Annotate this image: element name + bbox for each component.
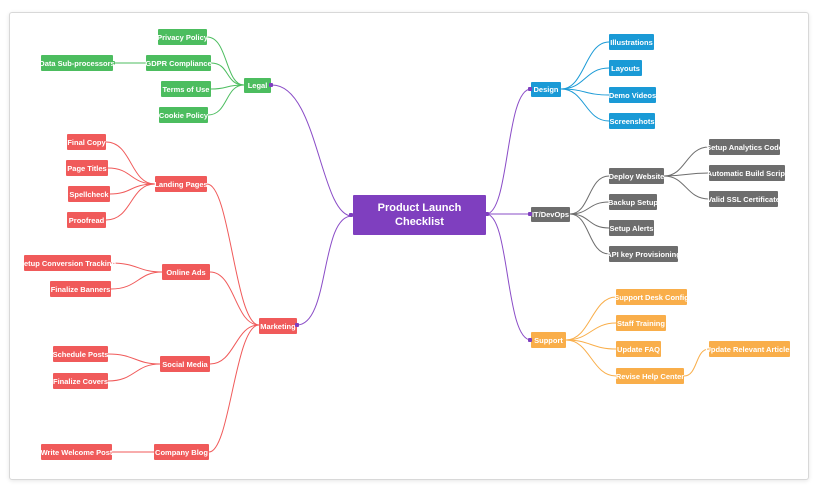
support-revise-help-center[interactable]: Revise Help Center bbox=[616, 368, 684, 384]
link-support-help bbox=[565, 339, 617, 377]
legal-gdpr-compliance[interactable]: GDPR Compliance bbox=[145, 55, 212, 71]
root-left-handle[interactable] bbox=[349, 213, 353, 217]
link-it-backup bbox=[569, 201, 610, 215]
link-it-deploy bbox=[569, 175, 610, 215]
link-root-marketing bbox=[296, 215, 353, 326]
link-social-covers bbox=[107, 363, 161, 382]
link-legal-cookie bbox=[207, 84, 245, 116]
ads-setup-conversion-tracking[interactable]: Setup Conversion Tracking bbox=[19, 255, 116, 271]
branch-design[interactable]: Design bbox=[531, 82, 561, 97]
link-marketing-landing bbox=[206, 183, 260, 326]
landing-spellcheck[interactable]: Spellcheck bbox=[68, 186, 110, 202]
legal-handle[interactable] bbox=[269, 83, 273, 87]
marketing-landing-pages[interactable]: Landing Pages bbox=[154, 176, 208, 192]
link-support-training bbox=[565, 322, 617, 341]
link-marketing-social bbox=[209, 324, 260, 365]
root-title-line2: Checklist bbox=[395, 216, 444, 228]
support-desk-config[interactable]: Support Desk Config bbox=[614, 289, 689, 305]
branch-legal[interactable]: Legal bbox=[244, 78, 271, 93]
link-deploy-analytics bbox=[663, 146, 710, 177]
landing-proofread[interactable]: Proofread bbox=[67, 212, 106, 228]
legal-privacy-policy[interactable]: Privacy Policy bbox=[157, 29, 208, 45]
link-root-support bbox=[485, 213, 532, 341]
it-api-key-provisioning[interactable]: API key Provisioning bbox=[606, 246, 681, 262]
deploy-setup-analytics-code[interactable]: Setup Analytics Code bbox=[706, 139, 783, 155]
root-title-line1: Product Launch bbox=[377, 202, 462, 214]
itdevops-handle[interactable] bbox=[528, 212, 532, 216]
link-design-layouts bbox=[560, 67, 610, 90]
blog-write-welcome-post[interactable]: Write Welcome Post bbox=[41, 444, 112, 460]
link-ads-conversion bbox=[110, 262, 163, 273]
link-marketing-ads bbox=[209, 271, 260, 326]
link-help-articles bbox=[683, 348, 710, 377]
link-deploy-build bbox=[663, 172, 710, 177]
landing-page-titles[interactable]: Page Titles bbox=[66, 160, 108, 176]
link-landing-finalcopy bbox=[105, 141, 156, 185]
design-screenshots[interactable]: Screenshots bbox=[609, 113, 655, 129]
it-backup-setup[interactable]: Backup Setup bbox=[608, 194, 658, 210]
root-node[interactable]: Product Launch Checklist bbox=[353, 195, 486, 235]
it-deploy-website[interactable]: Deploy Website bbox=[609, 168, 664, 184]
link-social-schedule bbox=[107, 353, 161, 365]
legal-cookie-policy[interactable]: Cookie Policy bbox=[159, 107, 208, 123]
link-support-desk bbox=[565, 296, 617, 341]
link-design-illustrations bbox=[560, 41, 610, 90]
marketing-handle[interactable] bbox=[295, 323, 299, 327]
link-legal-gdpr bbox=[210, 62, 245, 86]
design-demo-videos[interactable]: Demo Videos bbox=[609, 87, 656, 103]
social-schedule-posts[interactable]: Schedule Posts bbox=[53, 346, 108, 362]
link-deploy-ssl bbox=[663, 175, 710, 200]
link-marketing-blog bbox=[208, 324, 260, 453]
support-staff-training[interactable]: Staff Training bbox=[616, 315, 666, 331]
design-illustrations[interactable]: Illustrations bbox=[609, 34, 654, 50]
support-update-faq[interactable]: Update FAQ bbox=[616, 341, 661, 357]
help-update-relevant-articles[interactable]: Update Relevant Articles bbox=[705, 341, 794, 357]
marketing-social-media[interactable]: Social Media bbox=[160, 356, 210, 372]
ads-finalize-banners[interactable]: Finalize Banners bbox=[50, 281, 111, 297]
link-root-design bbox=[485, 88, 532, 215]
support-handle[interactable] bbox=[528, 338, 532, 342]
design-handle[interactable] bbox=[528, 87, 532, 91]
link-ads-banners bbox=[110, 271, 163, 290]
social-finalize-covers[interactable]: Finalize Covers bbox=[53, 373, 108, 389]
link-landing-pagetitles bbox=[107, 167, 156, 185]
legal-terms-of-use[interactable]: Terms of Use bbox=[161, 81, 211, 97]
link-root-legal bbox=[271, 84, 353, 217]
it-setup-alerts[interactable]: Setup Alerts bbox=[609, 220, 654, 236]
deploy-automatic-build-script[interactable]: Automatic Build Script bbox=[707, 165, 787, 181]
design-layouts[interactable]: Layouts bbox=[609, 60, 642, 76]
marketing-online-ads[interactable]: Online Ads bbox=[162, 264, 210, 280]
link-legal-privacy bbox=[206, 36, 245, 86]
link-landing-proofread bbox=[105, 183, 156, 221]
gdpr-handle[interactable] bbox=[111, 61, 115, 65]
root-right-handle[interactable] bbox=[485, 212, 489, 216]
branch-support[interactable]: Support bbox=[531, 332, 566, 348]
link-it-api bbox=[569, 213, 610, 255]
deploy-valid-ssl-certificate[interactable]: Valid SSL Certificate bbox=[707, 191, 780, 207]
branch-marketing[interactable]: Marketing bbox=[259, 318, 297, 334]
legal-data-subprocessors[interactable]: Data Sub-processors bbox=[39, 55, 115, 71]
link-design-screenshots bbox=[560, 88, 610, 122]
marketing-company-blog[interactable]: Company Blog bbox=[154, 444, 209, 460]
landing-final-copy[interactable]: Final Copy bbox=[67, 134, 106, 150]
branch-itdevops[interactable]: IT/DevOps bbox=[531, 207, 570, 222]
